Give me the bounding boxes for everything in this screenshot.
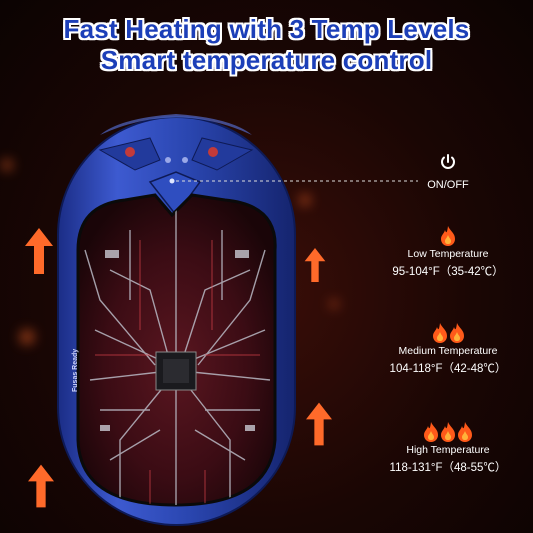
level-name: Medium Temperature: [398, 345, 498, 357]
level-range: 95-104°F（35-42℃）: [392, 266, 504, 278]
glow-dot: [300, 195, 310, 205]
heat-arrow-icon: [306, 402, 332, 446]
power-indicator: ON/OFF: [418, 153, 478, 191]
device-brand-text: Fusas Ready: [72, 348, 79, 392]
power-icon: [441, 154, 455, 169]
beak-power-button: [148, 171, 202, 217]
level-range: 104-118°F（42-48℃）: [389, 363, 507, 375]
level-low: Low Temperature 95-104°F（35-42℃）: [368, 226, 528, 279]
level-name: Low Temperature: [407, 248, 489, 260]
glow-dot: [330, 300, 338, 308]
heat-arrow-icon: [25, 228, 53, 274]
level-high: High Temperature 118-131°F（48-55℃）: [368, 422, 528, 475]
flame-icon: [449, 323, 464, 343]
power-label: ON/OFF: [427, 179, 469, 191]
heat-arrow-icon: [304, 248, 326, 282]
heat-arrow-icon: [28, 464, 54, 508]
owl-eye-left: [125, 147, 135, 157]
flame-icon: [441, 422, 455, 442]
flame-icon: [458, 422, 472, 442]
glow-dot: [2, 160, 12, 170]
level-range: 118-131°F（48-55℃）: [389, 462, 507, 474]
flame-icon: [441, 226, 455, 246]
title-line-1: Fast Heating with 3 Temp Levels: [63, 14, 470, 44]
title-line-2: Smart temperature control: [100, 45, 433, 75]
level-medium: Medium Temperature 104-118°F（42-48℃）: [368, 323, 528, 376]
level-name: High Temperature: [406, 444, 490, 456]
owl-eye-right: [208, 147, 218, 157]
flame-icon: [424, 422, 438, 442]
glow-dot: [20, 330, 34, 344]
flame-icon: [432, 323, 447, 343]
